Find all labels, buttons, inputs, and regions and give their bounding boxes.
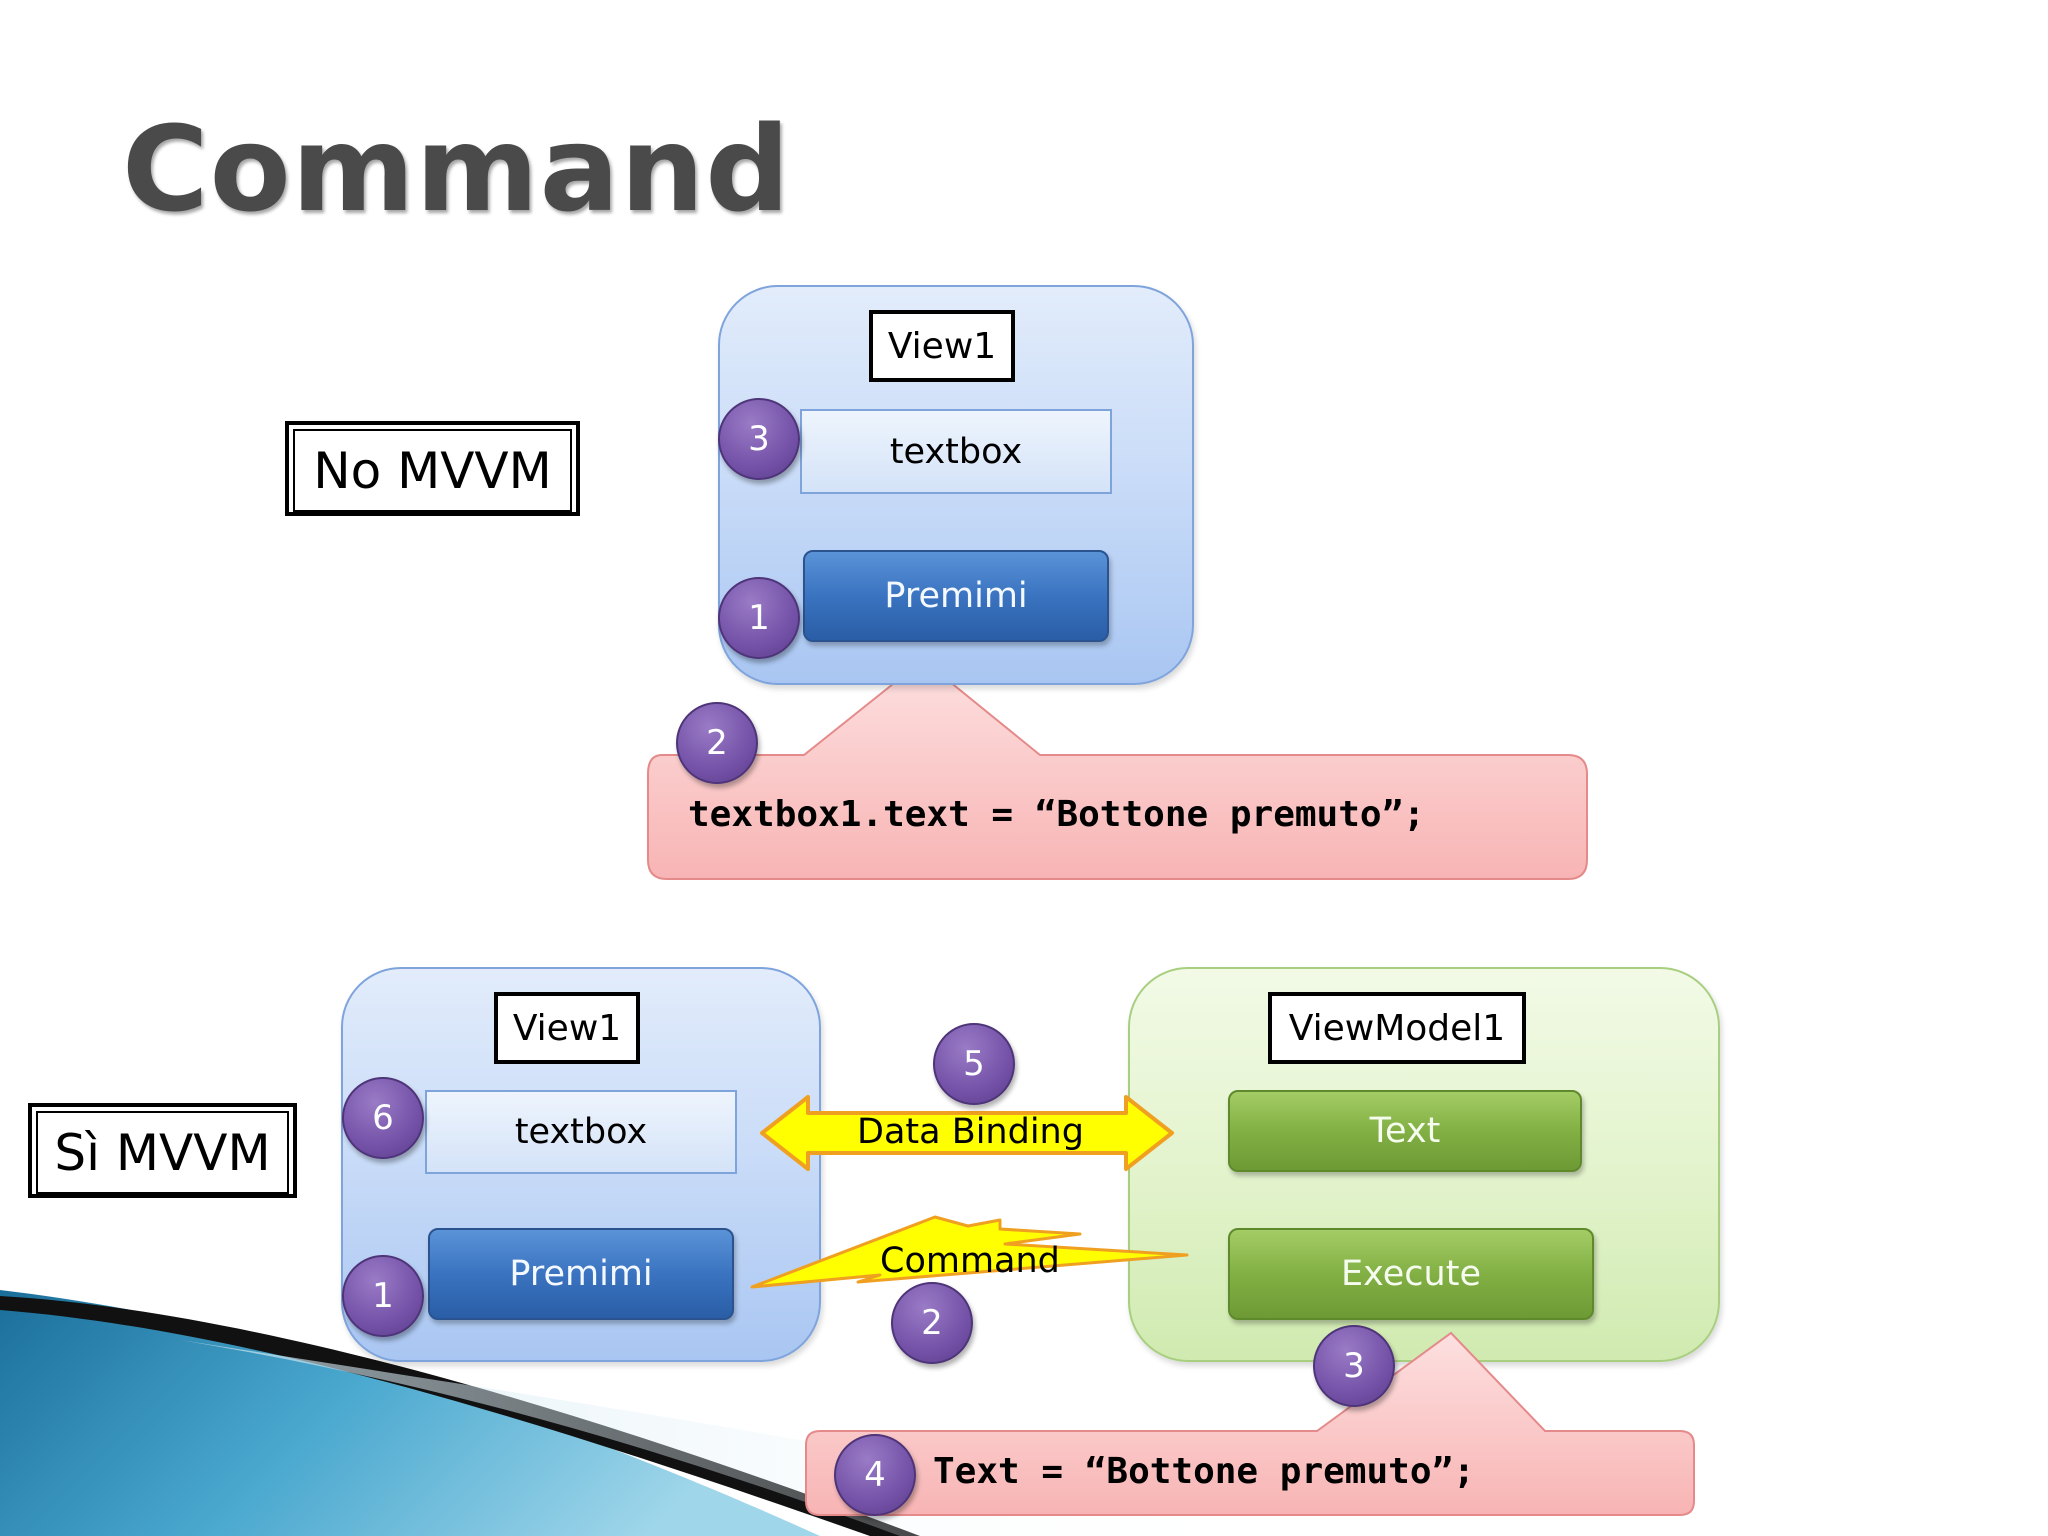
si-mvvm-label: Sì MVVM <box>28 1103 297 1198</box>
viewmodel-execute-button[interactable]: Execute <box>1228 1228 1594 1320</box>
no-mvvm-textbox[interactable]: textbox <box>800 409 1112 494</box>
si-mvvm-step-callout: 4 <box>834 1434 916 1516</box>
no-mvvm-callout-code: textbox1.text = “Bottone premuto”; <box>688 794 1425 835</box>
si-mvvm-step-execute: 3 <box>1313 1325 1395 1407</box>
si-mvvm-view-name: View1 <box>494 992 640 1064</box>
no-mvvm-label-text: No MVVM <box>293 429 572 512</box>
si-mvvm-callout-code: Text = “Bottone premuto”; <box>933 1451 1475 1492</box>
no-mvvm-premimi-button[interactable]: Premimi <box>803 550 1109 642</box>
si-mvvm-step-data-binding: 5 <box>933 1023 1015 1105</box>
si-mvvm-step-button: 1 <box>342 1255 424 1337</box>
si-mvvm-label-text: Sì MVVM <box>36 1111 289 1194</box>
si-mvvm-callout-shape <box>805 1331 1695 1516</box>
no-mvvm-step-textbox: 3 <box>718 398 800 480</box>
no-mvvm-label: No MVVM <box>285 421 580 516</box>
si-mvvm-premimi-button[interactable]: Premimi <box>428 1228 734 1320</box>
slide-title: Command <box>122 100 791 238</box>
viewmodel-text-property[interactable]: Text <box>1228 1090 1582 1172</box>
data-binding-arrow <box>760 1095 1174 1171</box>
viewmodel-name: ViewModel1 <box>1268 992 1526 1064</box>
command-label: Command <box>880 1241 1060 1281</box>
data-binding-label: Data Binding <box>857 1112 1084 1152</box>
command-lightning-arrow <box>750 1215 1189 1289</box>
no-mvvm-step-callout: 2 <box>676 702 758 784</box>
si-mvvm-textbox[interactable]: textbox <box>425 1090 737 1174</box>
no-mvvm-view-name: View1 <box>869 310 1015 382</box>
si-mvvm-step-command: 2 <box>891 1282 973 1364</box>
no-mvvm-step-button: 1 <box>718 577 800 659</box>
si-mvvm-step-textbox: 6 <box>342 1077 424 1159</box>
